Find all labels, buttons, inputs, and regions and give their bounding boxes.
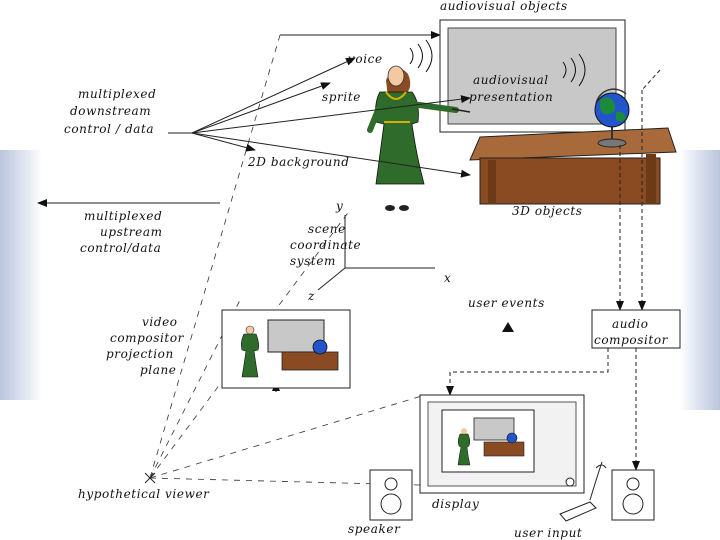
label-x-axis: x (444, 271, 451, 285)
label-display: display (432, 497, 479, 511)
label-video-compositor-4: plane (140, 363, 177, 377)
user-input-device (559, 461, 607, 522)
label-z-axis: z (307, 289, 315, 303)
speaker-right (611, 469, 655, 521)
video-compositor-plane (221, 309, 351, 389)
label-scene-2: coordinate (290, 238, 361, 252)
av-presentation-screen (439, 19, 626, 133)
label-downstream-2: downstream (70, 104, 151, 118)
speaker-left (369, 469, 413, 521)
dashed-signal-lines (446, 69, 661, 471)
label-video-compositor-3: projection (106, 347, 174, 361)
label-3d-objects: 3D objects (512, 204, 583, 218)
label-video-compositor-2: compositor (110, 331, 185, 345)
label-downstream-1: multiplexed (78, 87, 156, 101)
label-video-compositor-1: video (142, 315, 178, 329)
left-frame-border (0, 150, 42, 400)
sound-waves (409, 39, 586, 87)
label-scene-1: scene (308, 222, 346, 236)
globe-3d-object (594, 88, 630, 148)
audio-compositor-box (591, 309, 681, 349)
hypothetical-viewer-point (144, 472, 156, 484)
label-upstream-1: multiplexed (84, 209, 162, 223)
label-av-presentation-1: audiovisual (473, 73, 549, 87)
presenter-sprite (367, 65, 471, 211)
label-av-presentation-2: presentation (469, 90, 553, 104)
user-events-arrow (502, 322, 514, 332)
downstream-arrows (168, 57, 471, 178)
label-audio-compositor-2: compositor (594, 333, 669, 347)
label-audio-compositor-1: audio (612, 317, 649, 331)
label-sprite: sprite (322, 90, 361, 104)
label-voice: voice (348, 52, 383, 66)
label-upstream-3: control/data (80, 241, 161, 255)
label-2d-background: 2D background (247, 155, 349, 169)
label-scene-3: system (290, 254, 336, 268)
scene-coordinate-axes (317, 215, 435, 291)
display-monitor (419, 394, 585, 494)
label-user-input: user input (514, 526, 582, 540)
label-downstream-3: control / data (64, 122, 154, 136)
desk-3d-object (469, 127, 677, 205)
label-y-axis: y (335, 199, 343, 213)
label-speaker: speaker (348, 522, 401, 536)
label-user-events: user events (468, 296, 545, 310)
label-audiovisual-objects: audiovisual objects (440, 0, 568, 13)
label-hypothetical-viewer: hypothetical viewer (78, 487, 210, 501)
label-upstream-2: upstream (100, 225, 163, 239)
right-frame-border (680, 150, 720, 410)
